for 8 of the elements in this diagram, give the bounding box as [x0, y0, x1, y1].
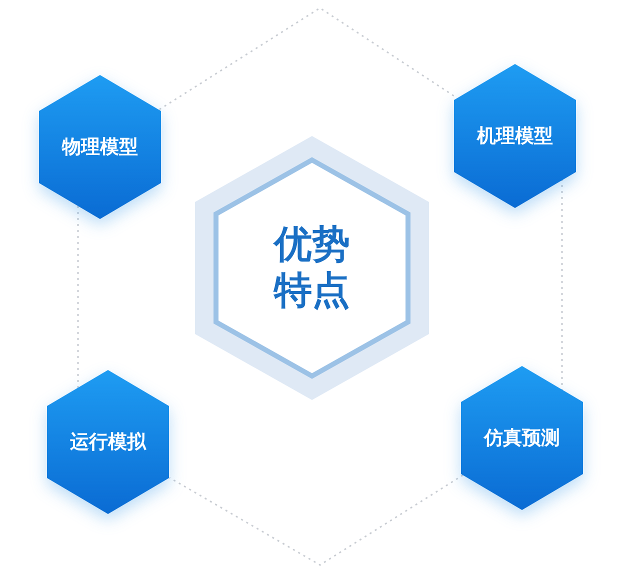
- hexagon-badge: 运行模拟: [46, 370, 170, 514]
- hexagon-badge: 仿真预测: [460, 366, 584, 510]
- hexagon-badge: 机理模型: [453, 64, 577, 208]
- dotted-line: [77, 204, 79, 389]
- hexagon-badge: 物理模型: [38, 75, 162, 219]
- dotted-line: [169, 474, 464, 566]
- dotted-line: [561, 178, 563, 391]
- center-hexagon: 优势特点: [194, 135, 430, 401]
